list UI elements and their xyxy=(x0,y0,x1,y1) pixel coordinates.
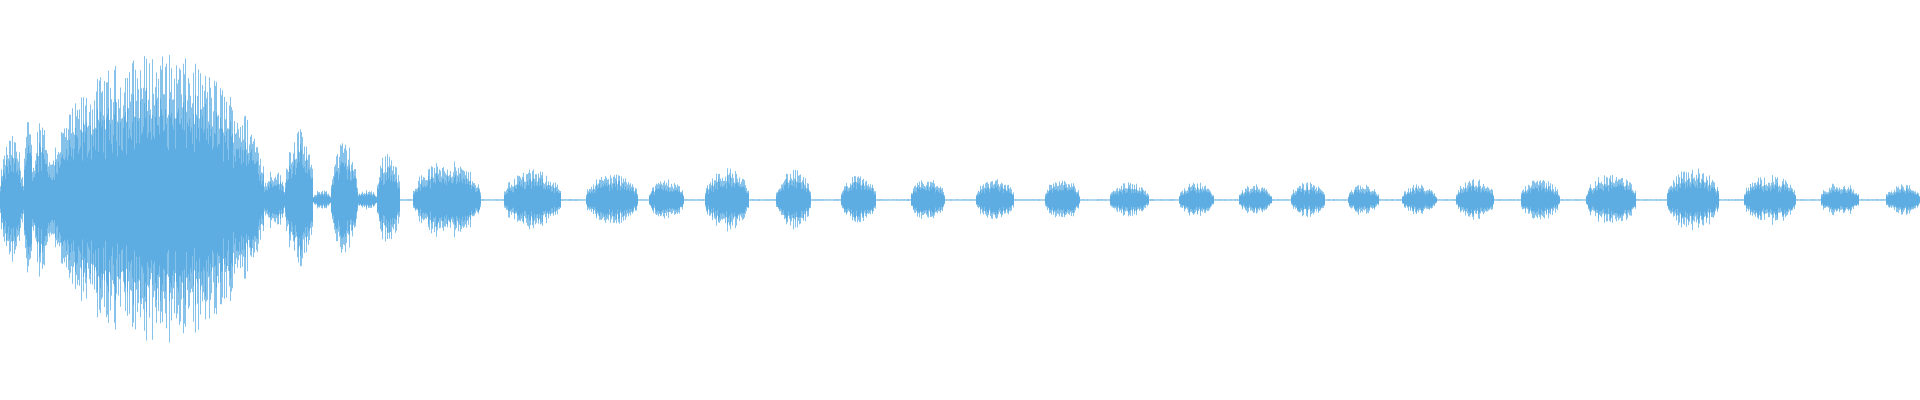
waveform-body xyxy=(0,88,1920,312)
